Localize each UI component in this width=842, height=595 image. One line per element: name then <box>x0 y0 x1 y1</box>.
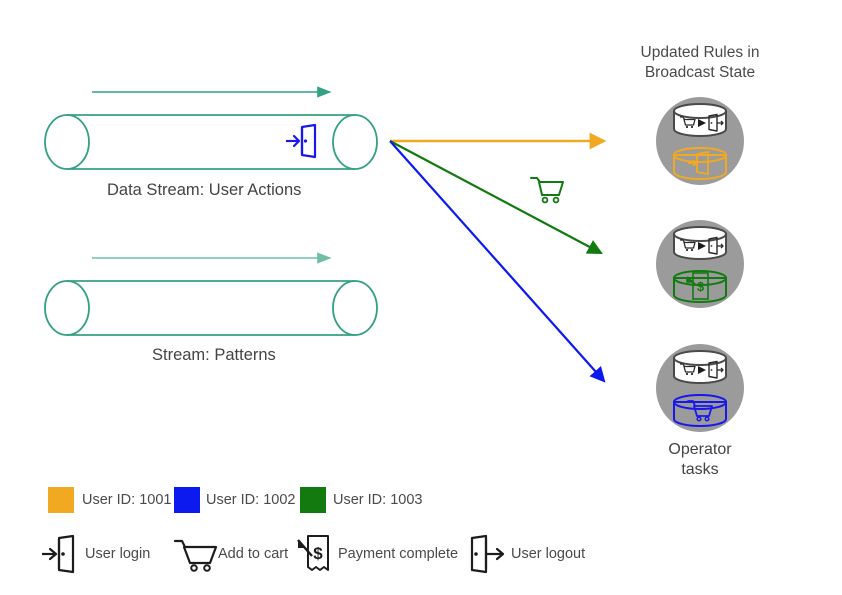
legend-label-add-to-cart: Add to cart <box>218 546 289 562</box>
svg-text:$: $ <box>697 279 705 294</box>
broadcast-node-1[interactable] <box>656 97 744 185</box>
broadcast-node-3[interactable] <box>656 344 744 432</box>
legend-label-payment-complete: Payment complete <box>338 546 459 562</box>
operator-tasks-label-line2: tasks <box>681 461 719 478</box>
user-login-db-icon <box>673 147 727 180</box>
legend-swatch-user-1003 <box>300 487 326 513</box>
user-login-icon <box>286 123 317 159</box>
legend-add-to-cart-icon <box>173 539 218 572</box>
flow-arrow-blue <box>389 140 606 383</box>
legend-label-user-login: User login <box>85 546 151 562</box>
broadcast-state-title-line1: Updated Rules in <box>640 44 760 61</box>
flow-arrow-green <box>389 140 603 255</box>
operator-tasks-label: Operator tasks <box>625 440 775 480</box>
legend-label-user-1001: User ID: 1001 <box>82 492 172 508</box>
stream-cylinder-user-actions <box>44 86 378 170</box>
broadcast-state-title-line2: Broadcast State <box>644 64 756 82</box>
cart-to-logout-rule-icon <box>673 103 727 137</box>
legend-label-user-logout: User logout <box>511 546 586 562</box>
cart-to-logout-rule-icon <box>673 226 727 260</box>
legend-swatch-user-1001 <box>48 487 74 513</box>
legend-label-user-1003: User ID: 1003 <box>333 492 423 508</box>
payment-db-icon: $ <box>673 270 727 303</box>
legend-user-login-icon <box>42 534 75 574</box>
cart-to-logout-rule-icon <box>673 350 727 384</box>
legend-user-logout-icon <box>470 534 505 574</box>
stream-cylinder-patterns <box>44 252 378 336</box>
legend-swatch-user-1002 <box>174 487 200 513</box>
add-to-cart-icon <box>530 177 564 204</box>
legend-payment-complete-icon: $ <box>297 535 329 571</box>
broadcast-state-title: Updated Rules in Broadcast State <box>605 43 795 83</box>
stream-label-user-actions: Data Stream: User Actions <box>107 181 302 199</box>
stream-label-patterns: Stream: Patterns <box>152 346 276 364</box>
operator-tasks-label-line1: Operator <box>668 441 732 458</box>
svg-text:$: $ <box>313 544 323 563</box>
legend-label-user-1002: User ID: 1002 <box>206 492 296 508</box>
cart-db-icon <box>673 394 727 427</box>
broadcast-node-2[interactable]: $ <box>656 220 744 308</box>
